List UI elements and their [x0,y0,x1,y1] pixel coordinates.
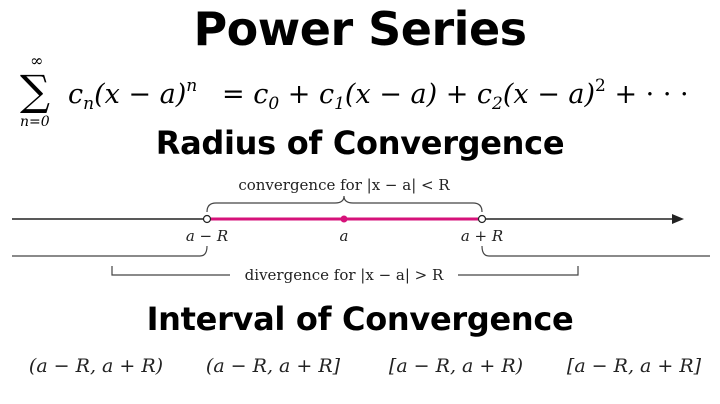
interval-closed-open: [a − R, a + R) [389,355,523,377]
divergence-brackets [12,245,710,276]
convergence-brace [206,195,483,213]
interval-heading: Interval of Convergence [146,300,574,338]
interval-list: (a − R, a + R) (a − R, a + R] [a − R, a … [29,355,702,377]
center-point [340,215,348,223]
page-title: Power Series [193,2,527,56]
divergence-label: divergence for |x − a| > R [245,266,444,284]
radius-heading: Radius of Convergence [155,124,565,162]
left-endpoint [202,214,212,224]
sum-lower-limit: n=0 [20,114,50,130]
interval-open-closed: (a − R, a + R] [206,355,341,377]
formula-rhs: = c0 + c1(x − a) + c2(x − a)2 + · · · [222,76,689,114]
convergence-label: convergence for |x − a| < R [238,176,450,194]
sum-symbol: ∑ [20,66,50,115]
sum-upper-limit: ∞ [30,51,43,70]
point-label-left: a − R [186,227,228,245]
right-endpoint [477,214,487,224]
number-line-arrow [672,214,684,224]
point-label-right: a + R [461,227,503,245]
interval-open-open: (a − R, a + R) [29,355,163,377]
interval-closed-closed: [a − R, a + R] [567,355,702,377]
power-series-formula: ∞ ∑ n=0 cn(x − a)n = c0 + c1(x − a) + c2… [20,51,689,130]
formula-lhs: cn(x − a)n [68,76,197,114]
point-label-center: a [340,227,349,245]
